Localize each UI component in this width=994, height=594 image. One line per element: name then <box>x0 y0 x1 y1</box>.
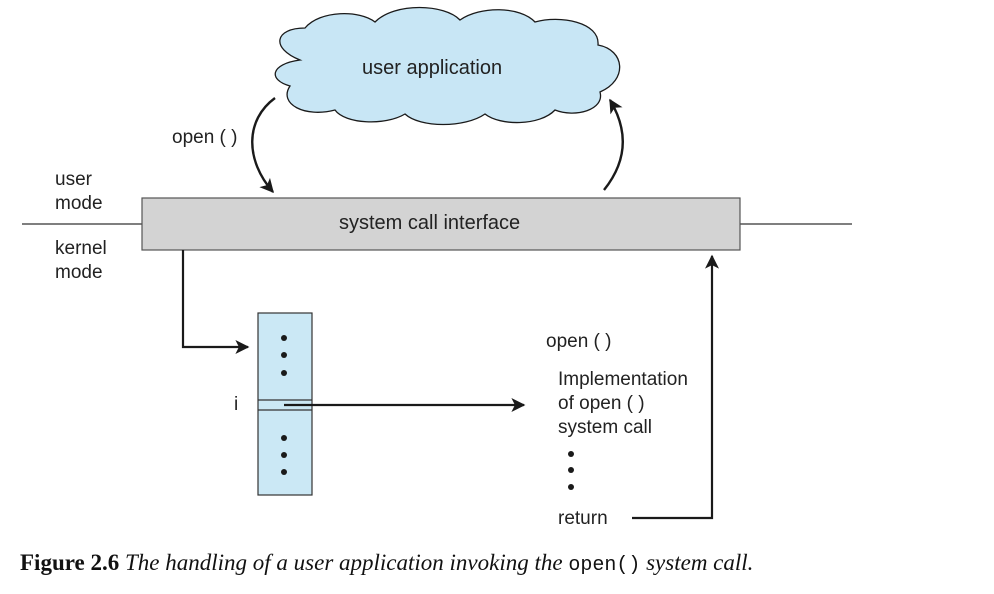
open-call-arrow <box>251 97 276 194</box>
return-to-app-arrow <box>603 98 625 191</box>
return-arrow <box>632 254 719 520</box>
system-call-interface-box <box>141 197 741 251</box>
impl-title-label: open ( ) <box>546 331 612 352</box>
table-dots-lower <box>281 435 287 475</box>
figure-caption: Figure 2.6 The handling of a user applic… <box>20 550 753 577</box>
user-application-cloud <box>274 6 621 126</box>
caption-number: Figure 2.6 <box>20 550 120 575</box>
return-label: return <box>558 508 608 529</box>
user-mode-label-line1: user <box>55 169 92 190</box>
dispatch-arrow <box>181 250 250 354</box>
impl-dots <box>568 451 574 490</box>
impl-line2: of open ( ) <box>558 393 645 414</box>
user-mode-label-line2: mode <box>55 193 103 214</box>
open-call-label: open ( ) <box>172 127 238 148</box>
caption-text-a: The handling of a user application invok… <box>124 550 563 575</box>
cloud-label: user application <box>362 57 503 79</box>
table-dots-upper <box>281 335 287 376</box>
kernel-mode-label-line2: mode <box>55 262 103 283</box>
table-index-label: i <box>234 394 239 415</box>
impl-line3: system call <box>558 417 652 438</box>
caption-code: open() <box>568 554 641 577</box>
caption-text-b: system call. <box>646 550 754 575</box>
kernel-mode-label-line1: kernel <box>55 238 107 259</box>
impl-line1: Implementation <box>558 369 688 390</box>
interface-label: system call interface <box>339 212 521 234</box>
